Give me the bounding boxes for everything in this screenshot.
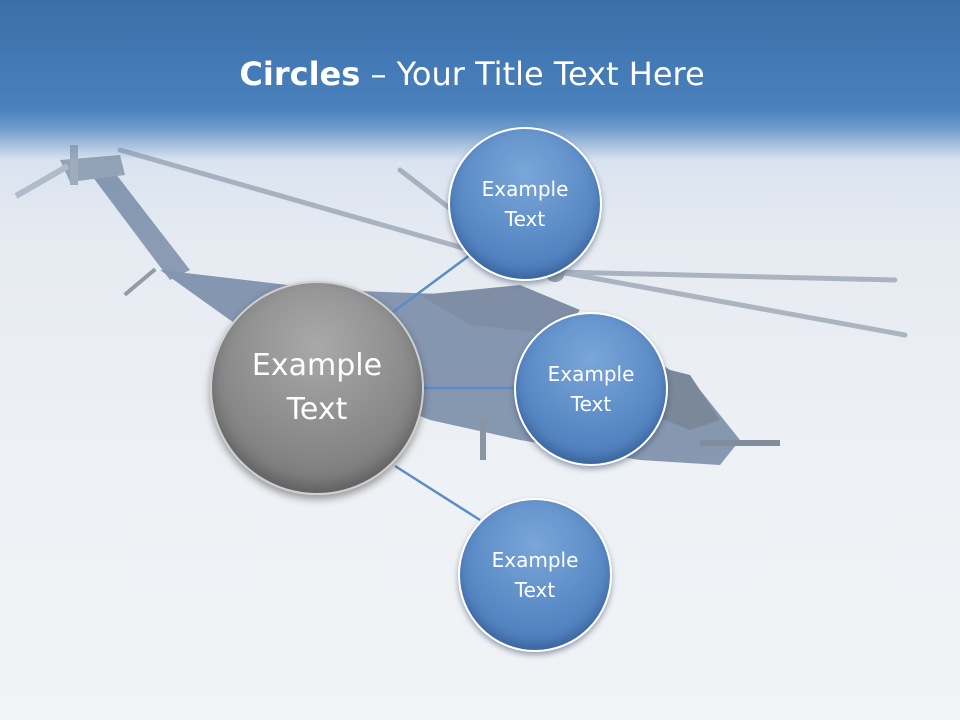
center-circle-line1: Example [251,348,383,383]
satellite-circle-line1: Example [547,362,635,386]
satellite-circle-label: Example Text [548,359,635,419]
satellite-circle-label: Example Text [482,174,569,234]
satellite-circle-line2: Text [570,392,612,416]
satellite-circle-bottom[interactable]: Example Text [458,498,612,652]
connector-top [392,253,471,314]
center-circle-line2: Text [286,392,348,427]
satellite-circle-line1: Example [491,548,579,572]
satellite-circle-top[interactable]: Example Text [448,127,602,281]
title-bold: Circles [239,55,361,93]
satellite-circle-middle[interactable]: Example Text [514,312,668,466]
connector-bottom [394,464,481,522]
title-rest: – Your Title Text Here [360,55,705,93]
slide-title: Circles – Your Title Text Here [0,52,944,96]
satellite-circle-line2: Text [514,578,556,602]
center-circle-label: Example Text [252,344,382,432]
satellite-circle-label: Example Text [492,545,579,605]
satellite-circle-line2: Text [504,207,546,231]
center-circle[interactable]: Example Text [210,281,424,495]
satellite-circle-line1: Example [481,177,569,201]
